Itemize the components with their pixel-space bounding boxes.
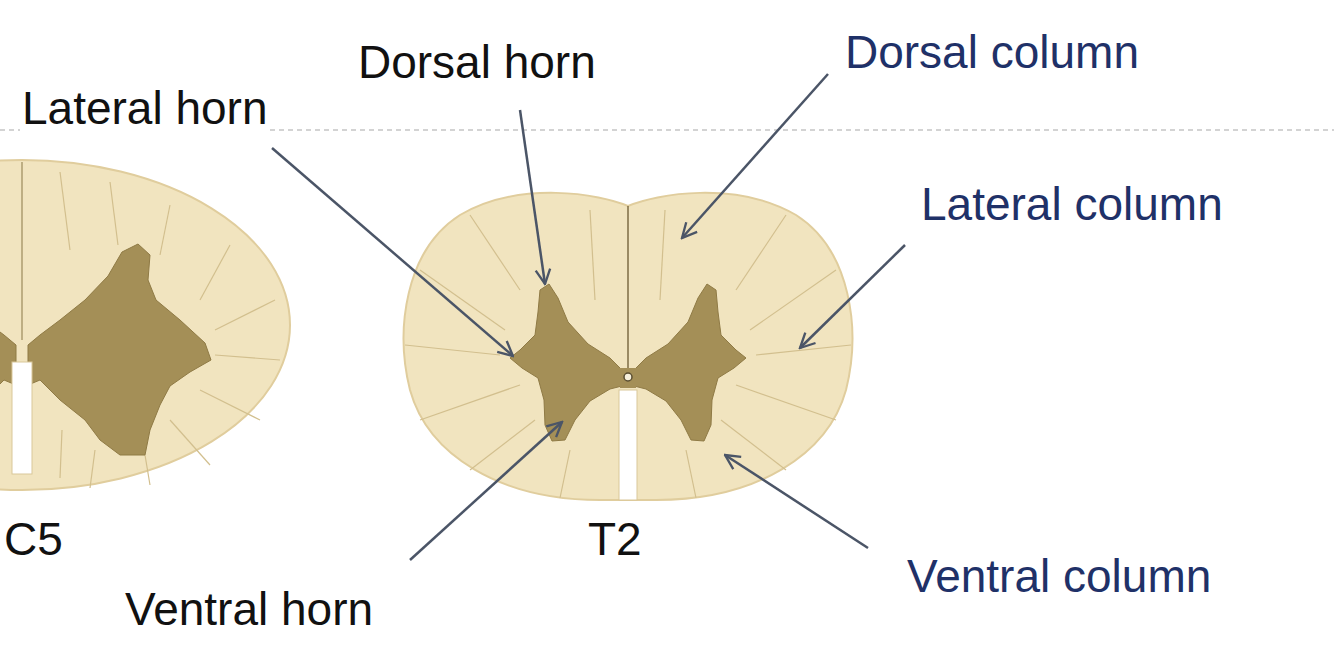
horn-label: Dorsal horn: [356, 36, 598, 89]
t2-section: [404, 193, 853, 500]
c5-section: [0, 160, 290, 490]
leader-arrow: [520, 110, 545, 284]
leader-arrow: [410, 422, 562, 560]
column-label: Lateral column: [919, 178, 1225, 231]
leader-arrow: [272, 148, 513, 356]
horn-label: Ventral horn: [123, 583, 375, 636]
level-label: C5: [2, 513, 65, 566]
column-label: Ventral column: [905, 550, 1213, 603]
column-label: Dorsal column: [843, 26, 1141, 79]
leader-arrow: [725, 455, 868, 548]
level-label: T2: [586, 513, 644, 566]
leader-arrow: [682, 74, 828, 238]
horn-label: Lateral horn: [20, 82, 270, 135]
leader-arrow: [800, 245, 905, 348]
